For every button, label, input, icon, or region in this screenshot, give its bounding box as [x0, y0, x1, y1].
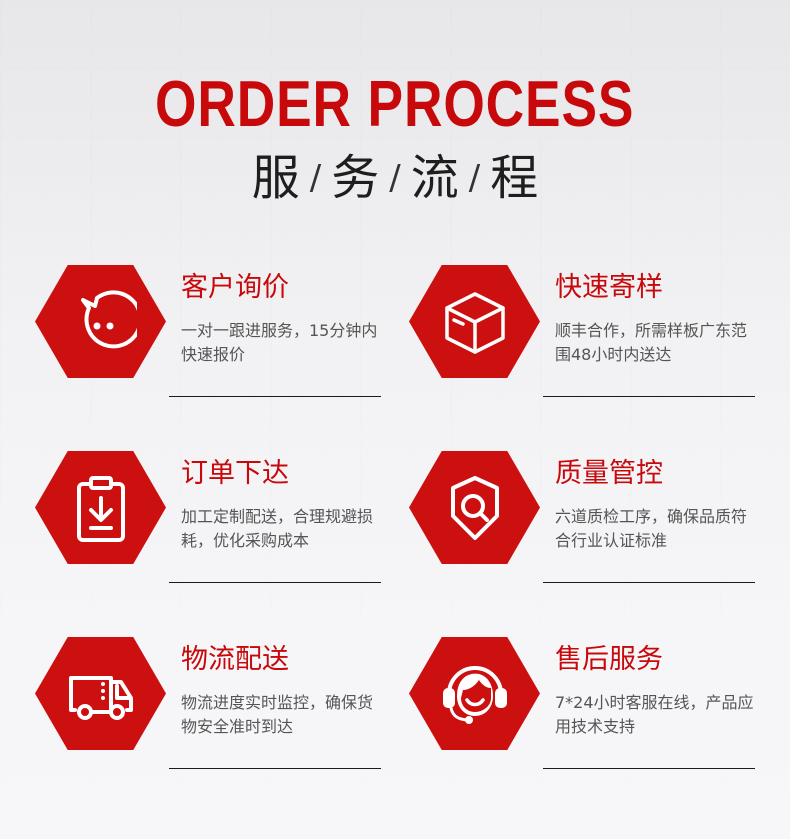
process-step-delivery: 物流配送 物流进度实时监控，确保货物安全准时到达 — [35, 637, 415, 777]
step-description: 物流进度实时监控，确保货物安全准时到达 — [181, 693, 374, 736]
customer-service-headset-icon — [442, 665, 507, 724]
step-title: 订单下达 — [181, 458, 289, 489]
step-title: 快速寄样 — [555, 272, 663, 303]
divider — [543, 768, 755, 769]
step-description: 一对一跟进服务，15分钟内快速报价 — [181, 321, 378, 364]
step-hexagon — [409, 265, 540, 378]
delivery-truck-icon — [68, 675, 133, 720]
title-separator: / — [389, 158, 401, 198]
step-title: 质量管控 — [555, 458, 663, 489]
process-step-order: 订单下达 加工定制配送，合理规避损耗，优化采购成本 — [35, 451, 415, 591]
page-title-english: ORDER PROCESS — [155, 68, 635, 141]
process-step-after-sales: 售后服务 7*24小时客服在线，产品应用技术支持 — [409, 637, 789, 777]
step-hexagon — [35, 451, 166, 564]
divider — [169, 396, 381, 397]
step-title: 售后服务 — [555, 644, 663, 675]
clipboard-download-icon — [76, 475, 125, 542]
step-hexagon — [409, 451, 540, 564]
title-separator: / — [468, 158, 481, 198]
shield-search-icon — [450, 475, 499, 540]
step-title: 客户询价 — [181, 272, 289, 303]
step-title: 物流配送 — [181, 644, 289, 675]
title-char: 务 — [331, 150, 380, 206]
step-description: 顺丰合作，所需样板广东范围48小时内送达 — [555, 321, 748, 364]
title-char: 程 — [490, 150, 539, 206]
page-title-chinese: 服 / 务 / 流 / 程 — [0, 150, 790, 206]
divider — [543, 396, 755, 397]
divider — [169, 768, 381, 769]
title-char: 服 — [251, 150, 300, 206]
chat-bubble-face-icon — [80, 289, 137, 348]
process-step-quality: 质量管控 六道质检工序，确保品质符合行业认证标准 — [409, 451, 789, 591]
step-description: 7*24小时客服在线，产品应用技术支持 — [555, 693, 754, 736]
process-step-sample: 快速寄样 顺丰合作，所需样板广东范围48小时内送达 — [409, 265, 789, 405]
package-box-icon — [444, 291, 505, 354]
title-char: 流 — [410, 150, 459, 206]
step-hexagon — [35, 265, 166, 378]
step-hexagon — [35, 637, 166, 750]
divider — [543, 582, 755, 583]
step-description: 六道质检工序，确保品质符合行业认证标准 — [555, 507, 748, 550]
step-hexagon — [409, 637, 540, 750]
title-separator: / — [309, 158, 322, 198]
page-header: ORDER PROCESS 服 / 务 / 流 / 程 — [0, 68, 790, 206]
step-description: 加工定制配送，合理规避损耗，优化采购成本 — [181, 507, 374, 550]
divider — [169, 582, 381, 583]
process-step-inquiry: 客户询价 一对一跟进服务，15分钟内快速报价 — [35, 265, 415, 405]
